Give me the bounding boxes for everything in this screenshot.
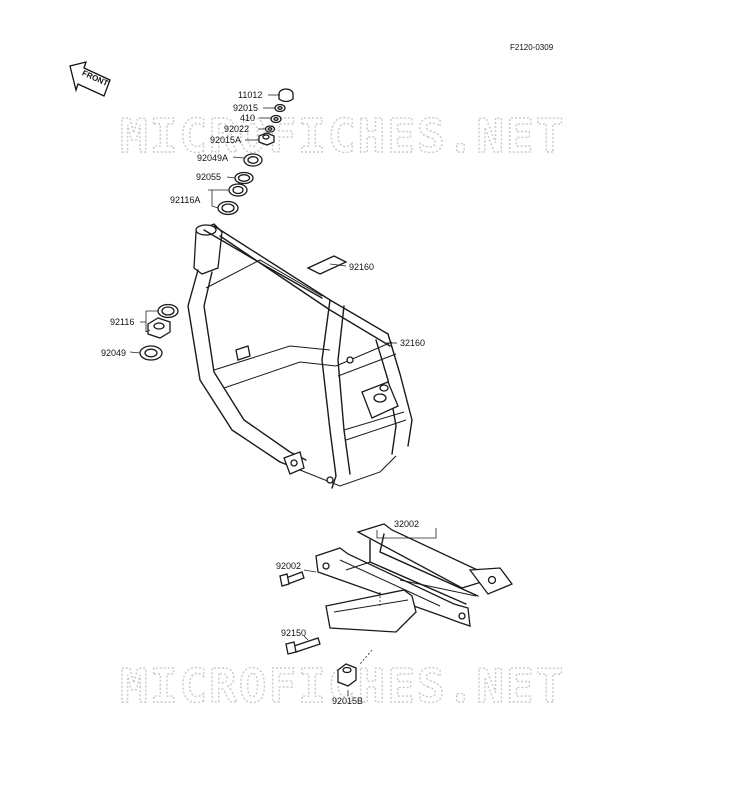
callout-92160: 92160 bbox=[349, 262, 374, 272]
callout-92022: 92022 bbox=[224, 124, 249, 134]
callout-92015A: 92015A bbox=[210, 135, 241, 145]
bolt-92002 bbox=[279, 571, 305, 587]
callout-92150: 92150 bbox=[281, 628, 306, 638]
main-frame bbox=[187, 223, 413, 489]
part-410 bbox=[270, 114, 282, 124]
watermark-top: MICROFICHES.NET bbox=[120, 109, 565, 163]
part-11012 bbox=[278, 88, 294, 103]
steering-stem-parts bbox=[217, 88, 294, 216]
part-92049A bbox=[243, 153, 263, 167]
callout-92116: 92116 bbox=[110, 317, 134, 327]
front-arrow-icon: FRONT bbox=[69, 61, 111, 97]
nut-92015B bbox=[337, 663, 357, 687]
callout-92055: 92055 bbox=[196, 172, 221, 182]
part-92015 bbox=[274, 103, 286, 113]
callout-92049A: 92049A bbox=[197, 153, 228, 163]
callout-labels: 11012 92015 410 92022 92015A 92049A 9205… bbox=[101, 90, 425, 706]
callout-32002: 32002 bbox=[394, 519, 419, 529]
leader-lines bbox=[129, 94, 437, 696]
part-92055 bbox=[234, 171, 254, 185]
callout-92049: 92049 bbox=[101, 348, 126, 358]
bolt-92150 bbox=[285, 637, 321, 655]
callout-32160: 32160 bbox=[400, 338, 425, 348]
callout-92015: 92015 bbox=[233, 103, 258, 113]
part-92116A bbox=[217, 183, 248, 216]
callout-92116A: 92116A bbox=[170, 195, 200, 205]
callout-11012: 11012 bbox=[238, 90, 262, 100]
part-92015A bbox=[258, 132, 275, 146]
part-92022 bbox=[264, 125, 276, 133]
part-92049 bbox=[139, 345, 163, 361]
callout-92002: 92002 bbox=[276, 561, 301, 571]
watermark-bottom: MICROFICHES.NET bbox=[120, 659, 565, 713]
part-92116 bbox=[147, 303, 179, 339]
callout-410: 410 bbox=[240, 113, 255, 123]
reference-code: F2120-0309 bbox=[510, 43, 554, 52]
sub-frame bbox=[315, 523, 514, 633]
callout-92015B: 92015B bbox=[332, 696, 363, 706]
